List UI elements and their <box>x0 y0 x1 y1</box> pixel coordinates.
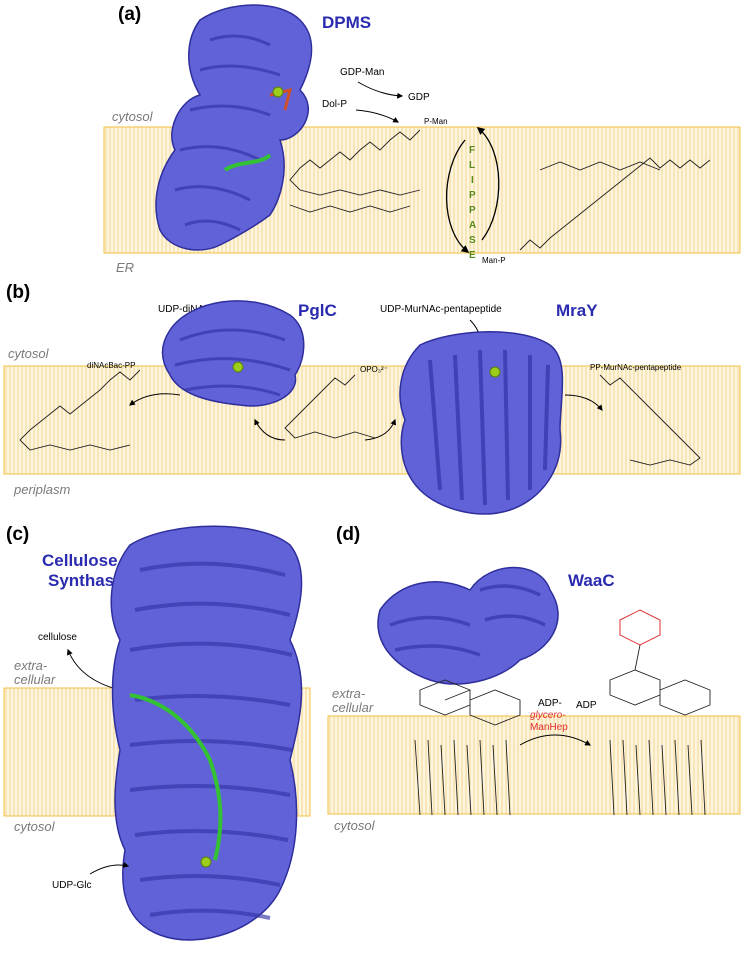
adp-label-3: ManHep <box>530 722 568 733</box>
waac-name: WaaC <box>568 571 615 590</box>
lipid-a-left <box>414 679 521 816</box>
adp-label-1: ADP- <box>538 698 562 709</box>
dpms-protein <box>155 4 313 251</box>
panel-d: (d) WaaC extra- cellular cytosol ADP- gl… <box>327 524 741 833</box>
bactoprenol-chain-right <box>599 374 701 466</box>
cytosol-label-c: cytosol <box>14 819 56 834</box>
extracellular-label-d-2: cellular <box>332 700 374 715</box>
panel-b: (b) cytosol periplasm UDP-diNAcBac PglC … <box>3 282 741 515</box>
panel-d-label: (d) <box>336 524 360 545</box>
adp-label-2: glycero- <box>530 710 566 721</box>
cytosol-label-b: cytosol <box>8 346 50 361</box>
er-label-a: ER <box>116 260 134 275</box>
gdp-label: GDP <box>408 92 430 103</box>
bactoprenol-chain-center <box>284 374 376 439</box>
cytosol-label-a: cytosol <box>112 109 154 124</box>
mray-name: MraY <box>556 301 598 320</box>
svg-text:I: I <box>471 175 474 186</box>
cellulose-synthase-protein <box>110 525 303 941</box>
dpms-name: DPMS <box>322 13 371 32</box>
udp-dinacbac-label: UDP-diNAcBac <box>158 304 226 315</box>
dinacbac-pp-label: diNAcBac-PP <box>87 361 135 370</box>
svg-text:P: P <box>469 190 476 201</box>
pp-murnac-label: PP-MurNAc-pentapeptide <box>590 363 682 372</box>
adp-product-label: ADP <box>576 700 597 711</box>
gdp-man-label: GDP-Man <box>340 67 384 78</box>
membrane-d <box>327 715 741 815</box>
flippase-label: F L I P P A S E <box>469 145 476 261</box>
cellulose-label: cellulose <box>38 632 77 643</box>
periplasm-label-b: periplasm <box>13 482 71 497</box>
panel-a: (a) cytosol ER DPMS GDP-Man GDP Dol-P P-… <box>103 4 741 275</box>
extracellular-label-d-1: extra- <box>332 686 366 701</box>
udp-murnac-label: UDP-MurNAc-pentapeptide <box>380 304 502 315</box>
waac-protein <box>377 566 559 685</box>
cellulose-synthase-name-2: Synthase <box>48 571 124 590</box>
dolp-label: Dol-P <box>322 99 347 110</box>
opo3-label: OPO₃²⁻ <box>360 365 388 374</box>
dolichol-chain-left <box>289 129 421 213</box>
panel-c-label: (c) <box>6 524 29 545</box>
pglc-name: PglC <box>298 301 337 320</box>
svg-text:A: A <box>469 220 476 231</box>
svg-text:L: L <box>469 160 475 171</box>
svg-text:P: P <box>469 205 476 216</box>
svg-text:F: F <box>469 145 475 156</box>
extracellular-label-c-2: cellular <box>14 672 56 687</box>
man-p-label: Man-P <box>482 256 506 265</box>
pglc-protein <box>161 300 305 407</box>
udp-glc-label: UDP-Glc <box>52 880 91 891</box>
cytosol-label-d: cytosol <box>334 818 376 833</box>
membrane-b <box>3 365 741 475</box>
p-man-label: P-Man <box>424 117 448 126</box>
panel-a-label: (a) <box>118 4 141 25</box>
lipid-a-right <box>609 609 711 816</box>
panel-c: (c) Cellulose Synthase extra- cellular c… <box>3 524 311 941</box>
panel-b-label: (b) <box>6 282 30 303</box>
svg-text:S: S <box>469 235 476 246</box>
extracellular-label-c-1: extra- <box>14 658 48 673</box>
cellulose-synthase-name-1: Cellulose <box>42 551 118 570</box>
dolichol-chain-right <box>519 157 711 251</box>
svg-text:E: E <box>469 250 476 261</box>
mray-protein <box>399 331 564 515</box>
bactoprenol-chain-left <box>19 369 141 451</box>
